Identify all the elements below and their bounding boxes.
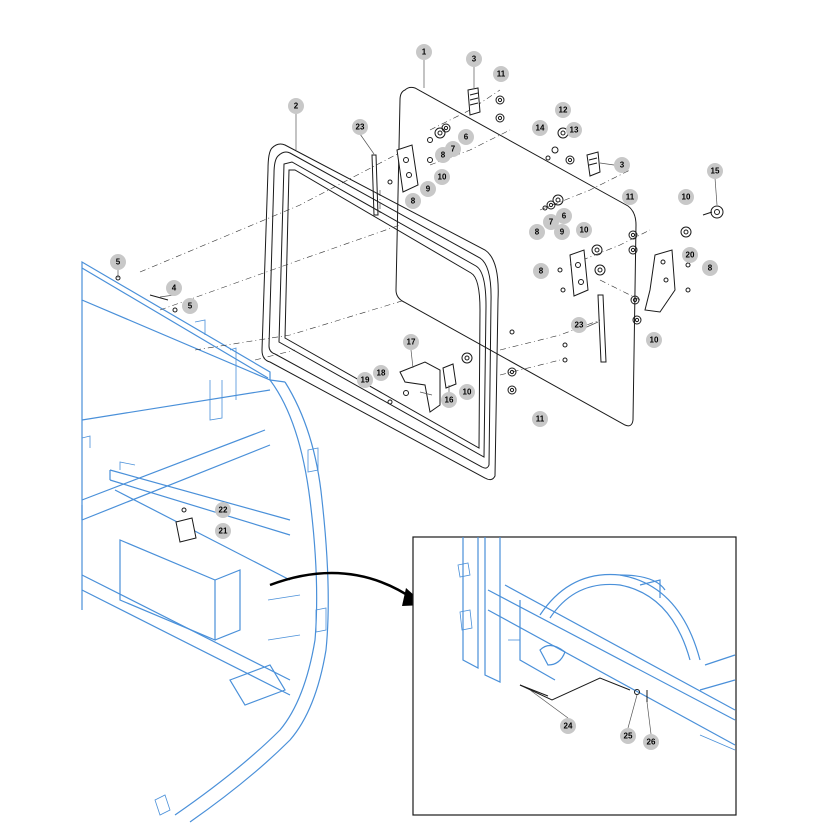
svg-text:21: 21 (219, 527, 228, 536)
callout-4: 4 (166, 280, 182, 296)
callout-9b: 9 (554, 224, 570, 240)
svg-text:8: 8 (708, 264, 713, 273)
callout-15: 15 (707, 163, 723, 179)
callout-23b: 23 (571, 317, 587, 333)
callout-10e: 10 (459, 384, 475, 400)
svg-text:9: 9 (426, 185, 431, 194)
callout-25: 25 (620, 728, 636, 744)
svg-text:16: 16 (445, 396, 454, 405)
svg-text:23: 23 (575, 321, 584, 330)
svg-text:8: 8 (441, 151, 446, 160)
svg-text:9: 9 (560, 228, 565, 237)
svg-text:10: 10 (580, 226, 589, 235)
callout-9a: 9 (420, 181, 436, 197)
callout-10c: 10 (576, 222, 592, 238)
callout-1: 1 (416, 44, 432, 60)
svg-text:12: 12 (559, 106, 568, 115)
callout-20: 20 (682, 247, 698, 263)
svg-text:22: 22 (219, 506, 228, 515)
callout-23a: 23 (352, 119, 368, 135)
svg-text:18: 18 (377, 369, 386, 378)
svg-text:19: 19 (361, 376, 370, 385)
svg-text:15: 15 (711, 167, 720, 176)
svg-text:8: 8 (411, 197, 416, 206)
svg-text:26: 26 (647, 738, 656, 747)
svg-text:6: 6 (464, 133, 469, 142)
svg-text:5: 5 (116, 258, 121, 267)
callout-16: 16 (441, 392, 457, 408)
callout-6b: 6 (556, 208, 572, 224)
callout-26: 26 (643, 734, 659, 750)
hardware (115, 87, 724, 606)
svg-text:23: 23 (356, 123, 365, 132)
svg-text:3: 3 (620, 161, 625, 170)
svg-text:4: 4 (172, 284, 177, 293)
svg-text:8: 8 (539, 267, 544, 276)
callout-8c: 8 (529, 224, 545, 240)
callout-11c: 11 (532, 411, 548, 427)
svg-text:6: 6 (562, 212, 567, 221)
svg-text:7: 7 (451, 145, 456, 154)
callout-8a: 8 (435, 147, 451, 163)
callout-18: 18 (373, 365, 389, 381)
callout-14: 14 (532, 120, 548, 136)
svg-text:17: 17 (407, 338, 416, 347)
svg-text:10: 10 (438, 173, 447, 182)
callout-10a: 10 (434, 169, 450, 185)
callout-12: 12 (555, 102, 571, 118)
callout-8d: 8 (533, 263, 549, 279)
glass-panel (395, 86, 637, 427)
svg-text:3: 3 (472, 55, 477, 64)
callout-3b: 3 (614, 157, 630, 173)
svg-text:20: 20 (686, 251, 695, 260)
svg-text:11: 11 (497, 70, 506, 79)
svg-text:25: 25 (624, 732, 633, 741)
svg-text:24: 24 (564, 722, 573, 731)
cab-frame (81, 260, 329, 823)
svg-text:13: 13 (570, 126, 579, 135)
callout-19: 19 (357, 372, 373, 388)
callout-5a: 5 (110, 254, 126, 270)
callout-6a: 6 (458, 129, 474, 145)
svg-text:10: 10 (682, 193, 691, 202)
svg-text:10: 10 (463, 388, 472, 397)
callout-10b: 10 (678, 189, 694, 205)
callout-8b: 8 (405, 193, 421, 209)
callouts: 1 2 3 11 12 13 14 3 23 6 7 8 10 9 8 15 1… (110, 44, 723, 750)
callout-22: 22 (215, 502, 231, 518)
svg-text:8: 8 (535, 228, 540, 237)
alignment-lines (139, 89, 651, 376)
callout-5b: 5 (182, 298, 198, 314)
callout-11b: 11 (622, 189, 638, 205)
callout-2: 2 (288, 98, 304, 114)
detail-inset (412, 536, 737, 816)
callout-24: 24 (560, 718, 576, 734)
svg-text:14: 14 (536, 124, 545, 133)
svg-text:11: 11 (626, 193, 635, 202)
callout-21: 21 (215, 523, 231, 539)
callout-10d: 10 (646, 332, 662, 348)
callout-11a: 11 (493, 66, 509, 82)
door-seal (261, 143, 499, 481)
svg-text:2: 2 (294, 102, 299, 111)
svg-text:7: 7 (549, 218, 554, 227)
callout-17: 17 (403, 334, 419, 350)
svg-text:11: 11 (536, 415, 545, 424)
svg-text:1: 1 (422, 48, 427, 57)
callout-3a: 3 (466, 51, 482, 67)
callout-8e: 8 (702, 260, 718, 276)
callout-13: 13 (566, 122, 582, 138)
svg-text:5: 5 (188, 302, 193, 311)
callout-7b: 7 (543, 214, 559, 230)
svg-text:10: 10 (650, 336, 659, 345)
